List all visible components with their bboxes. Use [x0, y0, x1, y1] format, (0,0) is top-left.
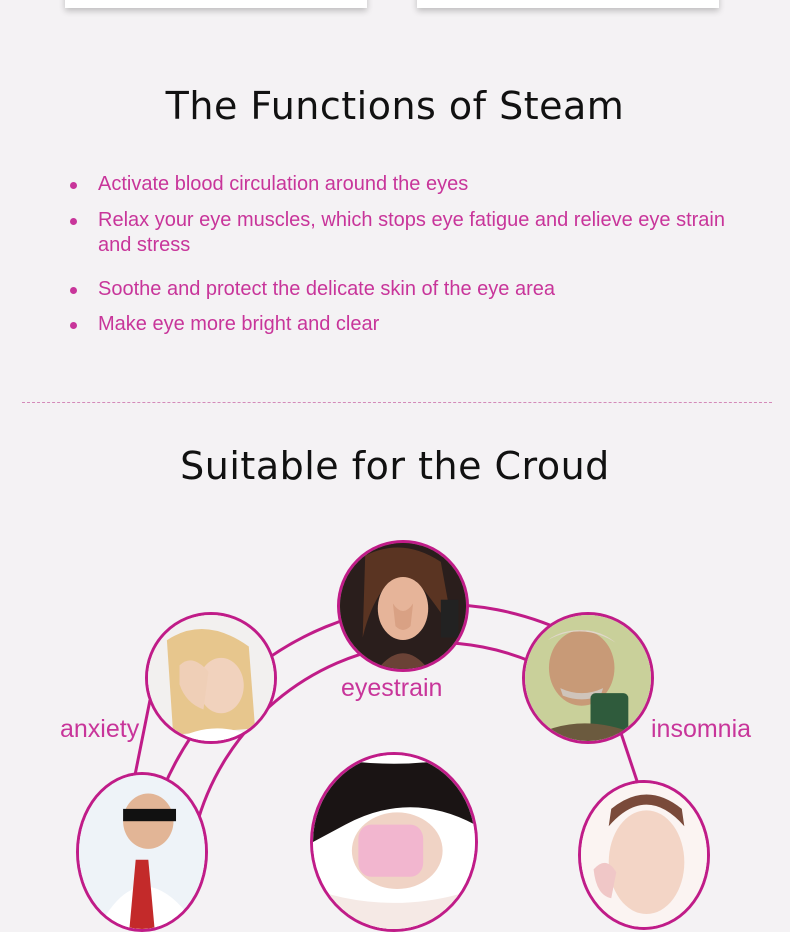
croud-title: Suitable for the Croud	[180, 444, 610, 488]
sleeping-man-photo	[76, 772, 208, 932]
list-item: Make eye more bright and clear	[70, 312, 750, 337]
anxiety-label: anxiety	[60, 715, 140, 743]
dashed-divider	[22, 402, 772, 403]
eye-mask-photo	[310, 752, 478, 932]
insomnia-photo	[522, 612, 654, 744]
functions-title: The Functions of Steam	[165, 84, 625, 128]
anxiety-photo	[145, 612, 277, 744]
functions-list: Activate blood circulation around the ey…	[70, 172, 750, 337]
insomnia-label: insomnia	[651, 715, 752, 743]
list-item-text: Make eye more bright and clear	[98, 313, 380, 335]
list-item-text: Soothe and protect the delicate skin of …	[98, 278, 555, 300]
list-item-text: Activate blood circulation around the ey…	[98, 173, 469, 195]
list-item: Soothe and protect the delicate skin of …	[70, 277, 750, 302]
bullet-dot-icon	[70, 322, 77, 329]
bullet-dot-icon	[70, 287, 77, 294]
bullet-dot-icon	[70, 218, 77, 225]
eyestrain-label: eyestrain	[341, 674, 443, 702]
relaxed-woman-photo	[578, 780, 710, 930]
list-item-text: Relax your eye muscles, which stops eye …	[98, 209, 725, 256]
list-item: Relax your eye muscles, which stops eye …	[70, 208, 750, 258]
eyestrain-photo	[337, 540, 469, 672]
top-card-right	[417, 0, 719, 8]
top-card-left	[65, 0, 367, 8]
bullet-dot-icon	[70, 182, 77, 189]
list-item: Activate blood circulation around the ey…	[70, 172, 750, 197]
